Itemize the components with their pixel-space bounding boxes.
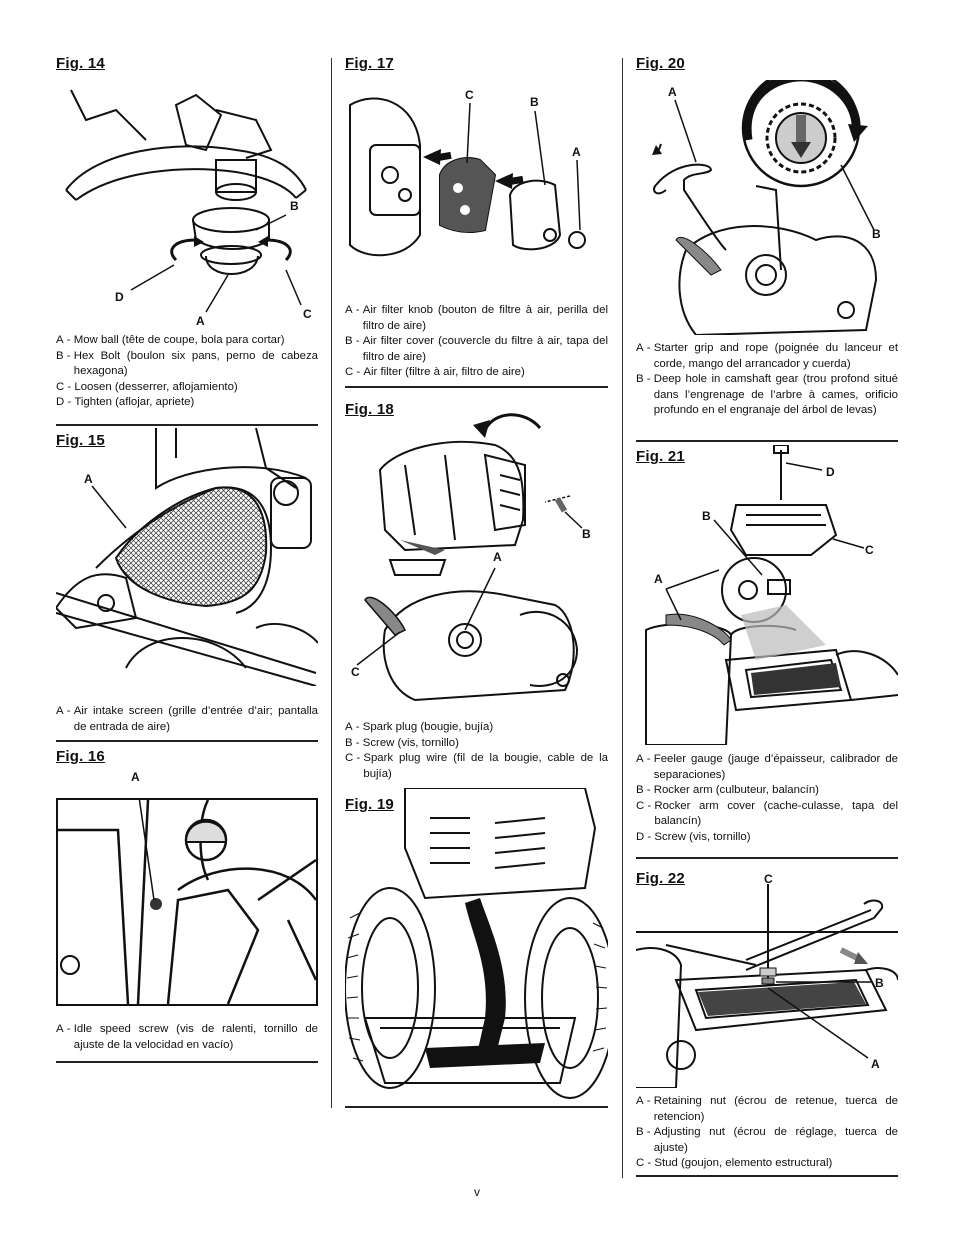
- section-rule: [345, 1106, 608, 1108]
- fig17-illustration: C B A: [345, 85, 608, 295]
- fig22-label-a: A: [871, 1057, 880, 1071]
- fig15-captions: A - Air intake screen (grille d’entrée d…: [56, 704, 318, 735]
- section-rule: [636, 857, 898, 859]
- fig15-illustration: A: [56, 428, 318, 686]
- fig15-title: Fig. 15: [56, 432, 105, 449]
- fig15-label-a: A: [84, 472, 93, 486]
- caption-item: A - Spark plug (bougie, bujía): [345, 721, 494, 733]
- fig21-label-b: B: [702, 509, 711, 523]
- caption-item: B - Air filter cover (couvercle du filtr…: [345, 335, 608, 363]
- fig14-label-d: D: [115, 290, 124, 304]
- caption-item: C - Loosen (desserrer, aflojamiento): [56, 380, 238, 393]
- caption-item: C - Rocker arm cover (cache-culasse, tap…: [636, 799, 898, 828]
- fig19-illustration: [345, 788, 608, 1100]
- caption-item: B - Screw (vis, tornillo): [345, 736, 459, 749]
- fig14-label-a: A: [196, 314, 205, 328]
- fig21-title: Fig. 21: [636, 448, 685, 465]
- caption-item: D - Screw (vis, tornillo): [636, 830, 751, 843]
- fig17-label-b: B: [530, 95, 539, 109]
- caption-item: B - Adjusting nut (écrou de réglage, tue…: [636, 1126, 898, 1154]
- caption-item: A - Feeler gauge (jauge d’épaisseur, cal…: [636, 753, 898, 781]
- fig14-label-b: B: [290, 199, 299, 213]
- fig16-illustration: [56, 798, 318, 1006]
- fig17-title: Fig. 17: [345, 55, 394, 72]
- fig21-label-a: A: [654, 572, 663, 586]
- fig17-captions: A - Air filter knob (bouton de filtre à …: [345, 303, 608, 381]
- fig22-title: Fig. 22: [636, 870, 685, 887]
- caption-item: B - Rocker arm (culbuteur, balancín): [636, 784, 819, 796]
- fig14-illustration: B D A C: [56, 80, 318, 332]
- caption-item: A - Idle speed screw (vis de ralenti, to…: [56, 1023, 318, 1051]
- fig17-label-a: A: [572, 145, 581, 159]
- fig18-illustration: B A C: [345, 400, 608, 715]
- caption-item: D - Tighten (aflojar, apriete): [56, 396, 195, 408]
- fig22-illustration: C B A: [636, 870, 898, 1088]
- fig22-label-b: B: [875, 976, 884, 990]
- fig18-title: Fig. 18: [345, 401, 394, 418]
- caption-item: B - Deep hole in camshaft gear (trou pro…: [636, 373, 898, 416]
- section-rule: [345, 386, 608, 388]
- caption-item: C - Spark plug wire (fil de la bougie, c…: [345, 752, 608, 780]
- fig20-title: Fig. 20: [636, 55, 685, 72]
- caption-item: C - Stud (goujon, elemento estructural): [636, 1157, 833, 1169]
- caption-item: A - Starter grip and rope (poignée du la…: [636, 342, 898, 370]
- fig20-captions: A - Starter grip and rope (poignée du la…: [636, 341, 898, 419]
- fig21-label-c: C: [865, 543, 874, 557]
- fig18-label-a: A: [493, 550, 502, 564]
- column-divider: [622, 58, 623, 1178]
- section-rule: [636, 440, 898, 442]
- fig16-label-a: A: [131, 770, 140, 784]
- fig22-captions: A - Retaining nut (écrou de retenue, tue…: [636, 1094, 898, 1172]
- fig14-label-c: C: [303, 307, 312, 321]
- fig17-label-c: C: [465, 88, 474, 102]
- fig19-title: Fig. 19: [345, 796, 394, 813]
- caption-item: A - Mow ball (tête de coupe, bola para c…: [56, 334, 285, 346]
- caption-item: A - Air filter knob (bouton de filtre à …: [345, 304, 608, 332]
- fig21-captions: A - Feeler gauge (jauge d’épaisseur, cal…: [636, 752, 898, 845]
- section-rule: [56, 1061, 318, 1063]
- fig21-label-d: D: [826, 465, 835, 479]
- caption-item: A - Retaining nut (écrou de retenue, tue…: [636, 1095, 898, 1123]
- fig14-title: Fig. 14: [56, 55, 105, 72]
- fig22-label-c: C: [764, 872, 773, 886]
- fig18-captions: A - Spark plug (bougie, bujía) B - Screw…: [345, 720, 608, 782]
- section-rule: [636, 1175, 898, 1177]
- section-rule: [56, 424, 318, 426]
- fig20-illustration: A B: [636, 80, 898, 335]
- fig20-label-a: A: [668, 85, 677, 99]
- fig16-captions: A - Idle speed screw (vis de ralenti, to…: [56, 1022, 318, 1053]
- section-rule: [56, 740, 318, 742]
- fig20-label-b: B: [872, 227, 881, 241]
- fig21-illustration: D B C A: [636, 445, 898, 745]
- caption-item: C - Air filter (filtre à air, filtro de …: [345, 366, 525, 378]
- caption-item: B - Hex Bolt (boulon six pans, perno de …: [56, 349, 318, 378]
- column-divider: [331, 58, 332, 1108]
- caption-item: A - Air intake screen (grille d’entrée d…: [56, 705, 318, 733]
- fig18-label-b: B: [582, 527, 591, 541]
- fig14-captions: A - Mow ball (tête de coupe, bola para c…: [56, 333, 318, 411]
- page-number: v: [474, 1185, 480, 1199]
- fig16-title: Fig. 16: [56, 748, 105, 765]
- fig18-label-c: C: [351, 665, 360, 679]
